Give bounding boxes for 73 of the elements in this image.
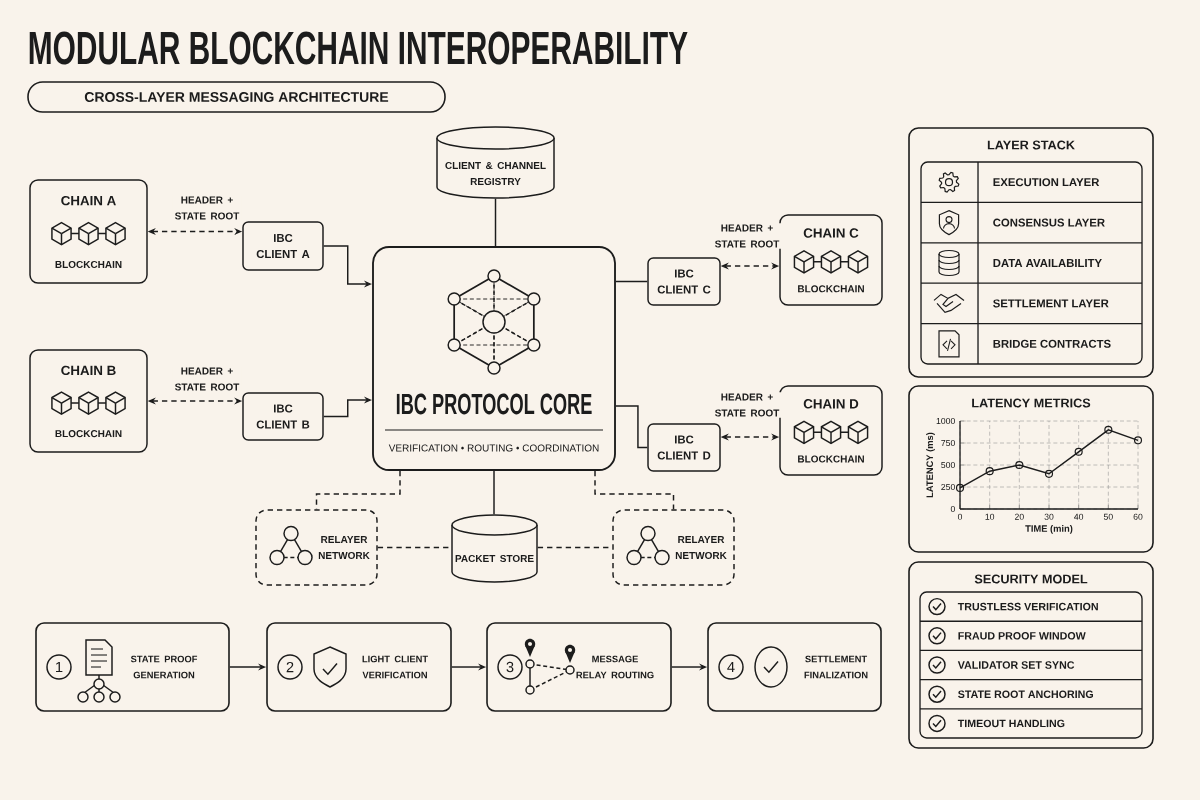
y-tick-label: 750 xyxy=(941,439,955,447)
step-box: 3 MESSAGE RELAY ROUTING xyxy=(486,622,672,712)
y-tick-label: 250 xyxy=(941,483,955,491)
point xyxy=(1133,436,1143,445)
table-row: VALIDATOR SET SYNC xyxy=(919,649,1143,669)
database-cylinder: PACKET STORE xyxy=(451,514,538,583)
connector xyxy=(615,280,648,283)
point xyxy=(1044,469,1054,478)
table-row: EXECUTION LAYER xyxy=(977,161,1100,204)
node-label: BLOCKCHAIN xyxy=(798,455,864,463)
chain-box: CHAIN B BLOCKCHAIN xyxy=(29,349,148,453)
point xyxy=(1074,447,1083,456)
step-box: 4 SETTLEMENT FINALIZATION xyxy=(707,622,882,712)
node-label: MESSAGE RELAY ROUTING xyxy=(576,655,654,679)
point xyxy=(985,467,994,476)
connector xyxy=(494,198,497,247)
title: MODULAR BLOCKCHAIN INTEROPERABILITY xyxy=(29,31,688,65)
node-label: CHAIN C xyxy=(803,228,859,238)
connector xyxy=(615,405,648,449)
x-tick-label: 20 xyxy=(1014,513,1024,520)
client-box: IBC CLIENT D xyxy=(647,423,721,472)
chain-box: CHAIN A BLOCKCHAIN xyxy=(29,179,148,284)
table-row: SETTLEMENT LAYER xyxy=(920,282,1143,325)
y-axis-title: LATENCY (ms) xyxy=(926,432,935,498)
node-label: 4 xyxy=(727,661,735,673)
client-box: IBC CLIENT C xyxy=(647,257,721,306)
y-tick-label: 0 xyxy=(950,505,955,513)
table-row: TRUSTLESS VERIFICATION xyxy=(957,602,1098,611)
client-box: IBC CLIENT A xyxy=(242,221,324,271)
x-tick-label: 60 xyxy=(1133,513,1143,520)
table-row: FRAUD PROOF WINDOW xyxy=(919,620,1143,640)
table-row: STATE ROOT ANCHORING xyxy=(919,678,1143,698)
x-tick-label: 10 xyxy=(985,513,995,520)
x-axis-title: TIME (min) xyxy=(1025,525,1073,534)
connector xyxy=(594,470,675,510)
edge-label: HEADER + STATE ROOT xyxy=(712,223,782,249)
node-label: LIGHT CLIENT VERIFICATION xyxy=(362,655,428,679)
node-label: 2 xyxy=(286,661,294,673)
relayer-box: RELAYER NETWORK xyxy=(255,509,378,586)
node-label: CHAIN D xyxy=(803,399,859,409)
node-label: 1 xyxy=(56,661,63,673)
connector xyxy=(493,470,495,515)
x-tick-label: 30 xyxy=(1044,513,1054,520)
x-tick-label: 40 xyxy=(1074,513,1084,520)
node-label: 3 xyxy=(506,661,514,673)
table-row: BRIDGE CONTRACTS xyxy=(920,322,1143,365)
point xyxy=(1015,460,1024,470)
point xyxy=(955,483,965,492)
x-tick-label: 0 xyxy=(957,513,963,520)
step-box: 2 LIGHT CLIENT VERIFICATION xyxy=(266,622,452,712)
node-label: BLOCKCHAIN xyxy=(55,260,122,269)
node-label: BLOCKCHAIN xyxy=(55,430,122,438)
node-label: STATE PROOF GENERATION xyxy=(130,655,198,679)
table-row: DATA AVAILABILITY xyxy=(920,242,1143,284)
x-tick-label: 50 xyxy=(1103,513,1113,520)
step-box: 1 STATE PROOF GENERATION xyxy=(35,622,230,712)
client-box: IBC CLIENT B xyxy=(242,392,324,441)
node-label: CHAIN B xyxy=(61,365,116,376)
table-row: TIMEOUT HANDLING xyxy=(919,708,1143,728)
node-label: SETTLEMENT FINALIZATION xyxy=(804,655,868,679)
y-tick-label: 1000 xyxy=(936,417,955,425)
edge-label: HEADER + STATE ROOT xyxy=(172,195,242,221)
relayer-box: RELAYER NETWORK xyxy=(612,509,735,586)
subtitle-pill: CROSS-LAYER MESSAGING ARCHITECTURE xyxy=(27,81,446,113)
node-label: BLOCKCHAIN xyxy=(798,285,864,293)
edge-label: HEADER + STATE ROOT xyxy=(172,366,242,392)
database-cylinder: CLIENT & CHANNEL REGISTRY xyxy=(436,126,555,199)
table-row: CONSENSUS LAYER xyxy=(920,201,1143,244)
core-box: IBC PROTOCOL CORE VERIFICATION • ROUTING • COORDINATION xyxy=(372,246,616,471)
point xyxy=(1104,425,1113,434)
y-tick-label: 500 xyxy=(941,461,955,469)
edge-label: HEADER + STATE ROOT xyxy=(712,392,782,418)
node-label: CHAIN A xyxy=(61,195,116,206)
